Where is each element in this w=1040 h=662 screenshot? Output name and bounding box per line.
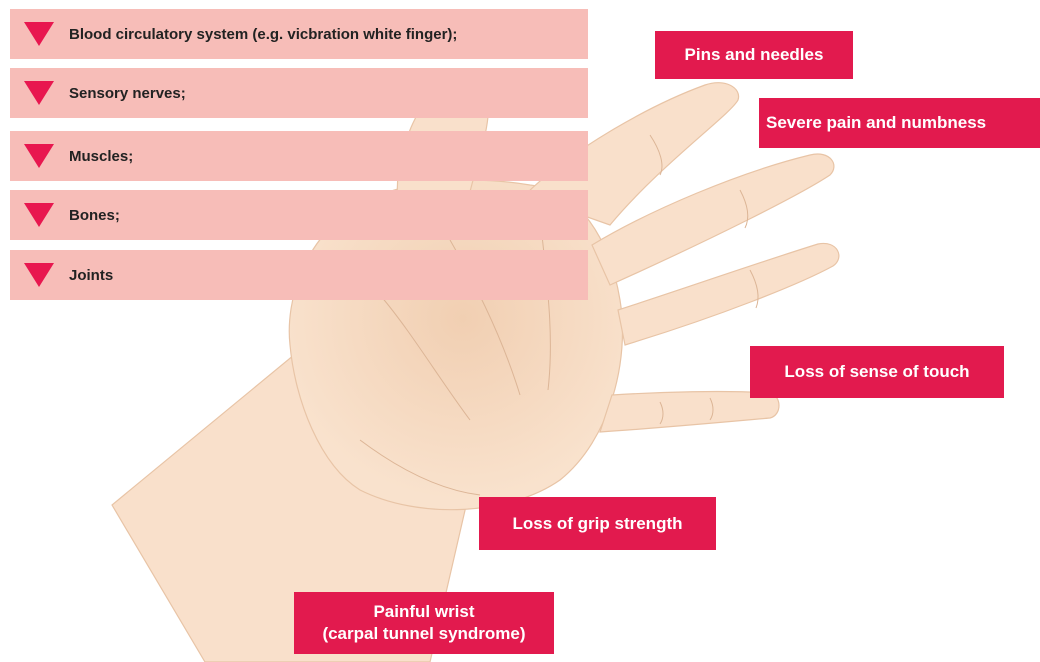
painful-wrist-label: Painful wrist (carpal tunnel syndrome) [294, 592, 554, 654]
list-item: Joints [10, 250, 588, 300]
painful-wrist-line1: Painful wrist [373, 601, 474, 623]
list-item: Muscles; [10, 131, 588, 181]
list-item-text: Sensory nerves; [69, 85, 186, 102]
triangle-bullet-icon [24, 263, 54, 287]
triangle-bullet-icon [24, 203, 54, 227]
severe-pain-label: Severe pain and numbness [759, 98, 1040, 148]
loss-of-grip-label: Loss of grip strength [479, 497, 716, 550]
list-item-text: Bones; [69, 207, 120, 224]
pins-and-needles-label: Pins and needles [655, 31, 853, 79]
list-item: Bones; [10, 190, 588, 240]
list-item: Blood circulatory system (e.g. vicbratio… [10, 9, 588, 59]
triangle-bullet-icon [24, 22, 54, 46]
loss-of-touch-label: Loss of sense of touch [750, 346, 1004, 398]
painful-wrist-line2: (carpal tunnel syndrome) [322, 623, 525, 645]
list-item-text: Muscles; [69, 148, 133, 165]
list-item: Sensory nerves; [10, 68, 588, 118]
list-item-text: Blood circulatory system (e.g. vicbratio… [69, 26, 457, 43]
triangle-bullet-icon [24, 144, 54, 168]
list-item-text: Joints [69, 267, 113, 284]
triangle-bullet-icon [24, 81, 54, 105]
